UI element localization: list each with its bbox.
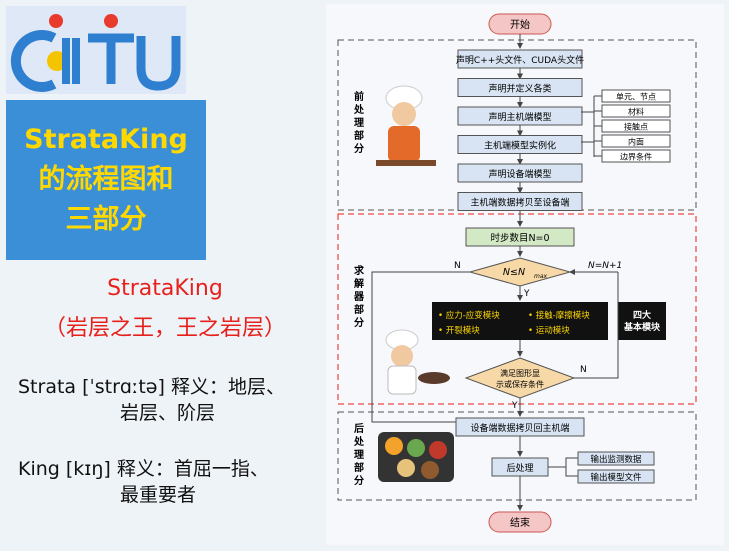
- flowchart: 前处理部分 求解器部分 后处理部分 开始 声明C++头文件、CUDA头文件声明并…: [337, 13, 697, 533]
- side-item-text: 单元、节点: [616, 92, 656, 102]
- chef-illustration-2: [385, 329, 450, 395]
- strata-line-2: 岩层、阶层: [120, 402, 216, 424]
- food-illustration: [378, 432, 454, 482]
- module-text: • 接触-摩擦模块: [528, 310, 590, 321]
- king-line-1: King [kɪŋ] 释义：首屈一指、: [18, 458, 269, 480]
- module-text: • 开裂模块: [438, 325, 480, 336]
- title-box: StrataKing 的流程图和 三部分: [6, 100, 206, 260]
- pre-step-text: 声明设备端模型: [488, 168, 551, 180]
- save-diamond: [464, 357, 576, 399]
- king-line-2: 最重要者: [120, 484, 197, 506]
- title-line-2: 的流程图和: [38, 164, 174, 195]
- solver-section-frame: [337, 213, 697, 405]
- side-item-text: 接触点: [624, 122, 648, 132]
- chef-illustration-1: [376, 85, 436, 166]
- save-condition-text: 满足图形显示或保存条件: [496, 368, 544, 389]
- modules-box: [432, 302, 608, 340]
- logo-graphic: [10, 14, 181, 92]
- end-node: [488, 511, 552, 533]
- output-text: 输出模型文件: [590, 472, 642, 483]
- module-text: • 运动模块: [528, 325, 570, 336]
- module-title-text: 四大基本模块: [623, 309, 661, 333]
- copy-back-text: 设备端数据拷贝回主机端: [470, 422, 569, 434]
- side-item-text: 内面: [628, 137, 644, 147]
- condition-subscript: max: [534, 273, 548, 280]
- strata-line-1: Strata [ˈstrɑːtə] 释义：地层、: [18, 376, 285, 398]
- side-item-box: [601, 119, 671, 133]
- post-section-label: 后处理部分: [353, 422, 365, 487]
- condition-text: N≤N: [503, 267, 525, 278]
- pre-step-text: 声明主机端模型: [488, 111, 551, 123]
- side-item-box: [601, 134, 671, 148]
- flowchart-panel: 前处理部分 求解器部分 后处理部分 开始 声明C++头文件、CUDA头文件声明并…: [326, 4, 724, 545]
- pre-step-text: 声明并定义各类: [488, 83, 551, 95]
- save-y-label: Y: [511, 401, 518, 411]
- pre-step-text: 主机端数据拷贝至设备端: [470, 197, 569, 209]
- condition-y-label: Y: [523, 289, 530, 299]
- pre-step-text: 声明C++头文件、CUDA头文件: [456, 54, 584, 66]
- title-line-1: StrataKing: [24, 124, 188, 155]
- side-item-text: 材料: [628, 107, 644, 117]
- end-text: 结束: [510, 516, 530, 529]
- pre-section-label: 前处理部分: [353, 90, 365, 155]
- timestep-text: 时步数目N=0: [490, 232, 549, 244]
- output-box: [577, 469, 655, 484]
- postprocess-text: 后处理: [506, 462, 533, 474]
- condition-n-label: N: [454, 261, 461, 271]
- module-title-box: [618, 302, 666, 340]
- pre-section-frame: [337, 39, 697, 211]
- module-text: • 应力-应变模块: [438, 310, 500, 321]
- subtitle-meaning: （岩层之王，王之岩层）: [43, 316, 286, 341]
- solver-section-label: 求解器部分: [353, 264, 365, 329]
- save-n-label: N: [580, 365, 587, 375]
- side-item-text: 边界条件: [620, 152, 652, 162]
- side-item-box: [601, 89, 671, 103]
- title-line-3: 三部分: [65, 204, 147, 235]
- output-box: [577, 451, 655, 466]
- subtitle-name: StrataKing: [107, 276, 223, 301]
- output-text: 输出监测数据: [590, 454, 642, 465]
- side-item-box: [601, 104, 671, 118]
- logo: [6, 6, 186, 94]
- start-text: 开始: [510, 18, 530, 31]
- update-label: N=N+1: [588, 261, 622, 271]
- pre-step-text: 主机端模型实例化: [484, 140, 556, 152]
- post-section-frame: [337, 411, 697, 501]
- side-item-box: [601, 149, 671, 163]
